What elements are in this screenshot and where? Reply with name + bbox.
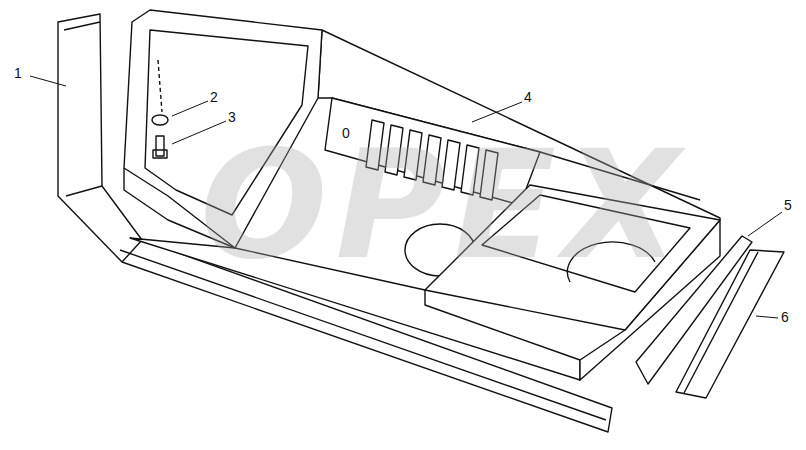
callout-number: 2 (210, 90, 218, 104)
bar-edge (684, 252, 758, 393)
callout-number: 5 (784, 198, 792, 212)
callout-number: 1 (14, 66, 22, 80)
watermark: OPEX (200, 130, 688, 280)
trim-bar (676, 250, 784, 398)
callout-number: 3 (228, 110, 236, 124)
assembly-line (158, 60, 162, 112)
screw (153, 136, 167, 158)
washer (152, 115, 168, 125)
leader-lines (30, 76, 782, 318)
callout-number: 4 (524, 90, 532, 104)
callout-number: 6 (781, 310, 789, 324)
